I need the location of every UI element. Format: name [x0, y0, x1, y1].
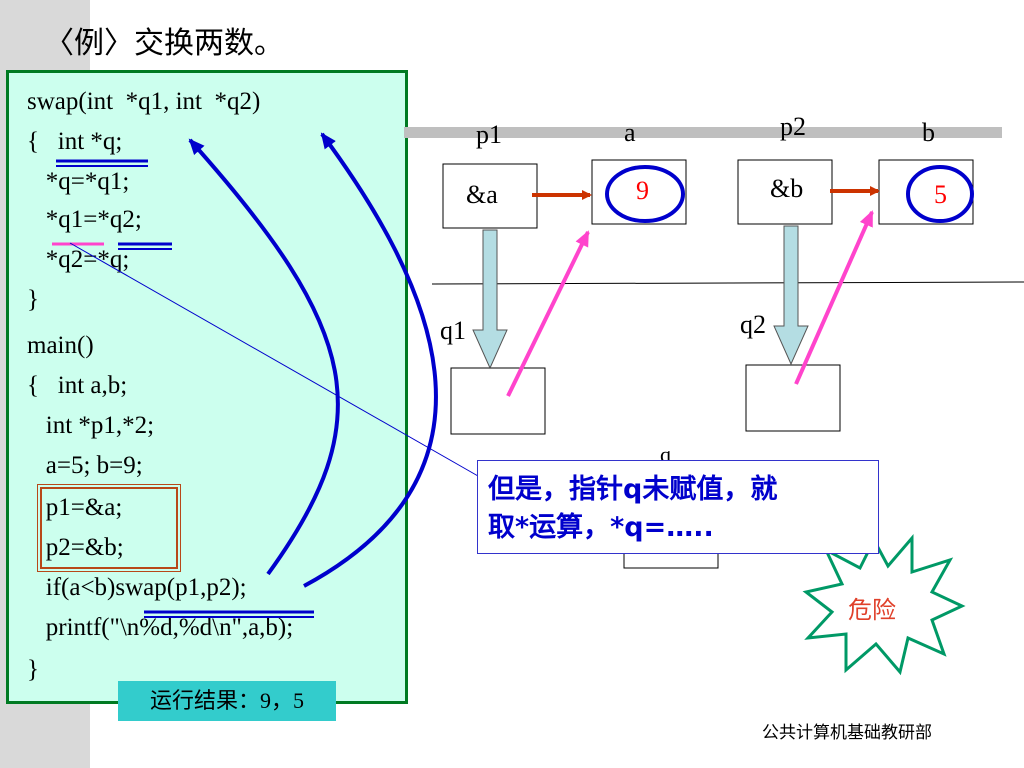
q1-box	[450, 367, 546, 435]
p2-value: &b	[770, 174, 804, 203]
callout-line	[69, 242, 479, 477]
code-line: { int a,b;	[27, 372, 128, 399]
blue-curve-arrow	[188, 138, 340, 576]
p1-value: &a	[466, 180, 498, 209]
code-line: p1=&a;	[27, 494, 123, 521]
b-label: b	[922, 118, 935, 147]
code-panel: swap(int *q1, int *q2) { int *q; *q=*q1;…	[6, 70, 408, 704]
code-line: }	[27, 656, 39, 683]
danger-label: 危险	[848, 596, 896, 624]
q1-label: q1	[440, 316, 466, 345]
p1-label: p1	[476, 120, 502, 149]
block-arrow-down	[472, 229, 508, 370]
p2-box	[737, 159, 833, 225]
code-line: printf("\n%d,%d\n",a,b);	[27, 614, 294, 641]
code-line: *q=*q1;	[27, 168, 130, 195]
result-label: 运行结果：9，5	[118, 681, 336, 721]
p1-box	[442, 163, 538, 229]
a-value: 9	[636, 176, 649, 205]
code-line: *q1=*q2;	[27, 206, 142, 233]
b-value: 5	[934, 180, 947, 209]
q2-box	[745, 364, 841, 432]
note-line: 但是，指针q未赋值，就	[488, 474, 778, 505]
pink-arrow	[506, 230, 590, 397]
slide-title: 〈例〉交换两数。	[44, 27, 284, 60]
danger-star-icon	[802, 533, 966, 676]
pink-arrow	[794, 210, 874, 385]
q-label: q	[660, 442, 671, 467]
circle-highlight	[605, 165, 685, 223]
code-line: if(a<b)swap(p1,p2);	[27, 574, 247, 601]
code-line: a=5; b=9;	[27, 452, 143, 479]
divider-line	[431, 281, 1024, 285]
code-line: swap(int *q1, int *q2)	[27, 88, 261, 115]
code-line: main()	[27, 332, 94, 359]
a-label: a	[624, 118, 636, 147]
code-line: p2=&b;	[27, 534, 124, 561]
code-line: }	[27, 286, 39, 313]
gray-bar	[404, 127, 1002, 138]
p2-label: p2	[780, 112, 806, 141]
block-arrow-down	[773, 225, 809, 366]
blue-curve-arrow	[303, 132, 438, 588]
code-line: int *p1,*2;	[27, 412, 155, 439]
footer-text: 公共计算机基础教研部	[762, 723, 932, 743]
circle-highlight	[906, 165, 974, 223]
warning-note: 但是，指针q未赋值，就 取*运算，*q=…..	[477, 460, 879, 554]
code-line: { int *q;	[27, 128, 123, 155]
highlight-box	[37, 484, 181, 572]
note-line: 取*运算，*q=…..	[488, 512, 714, 543]
q2-label: q2	[740, 310, 766, 339]
